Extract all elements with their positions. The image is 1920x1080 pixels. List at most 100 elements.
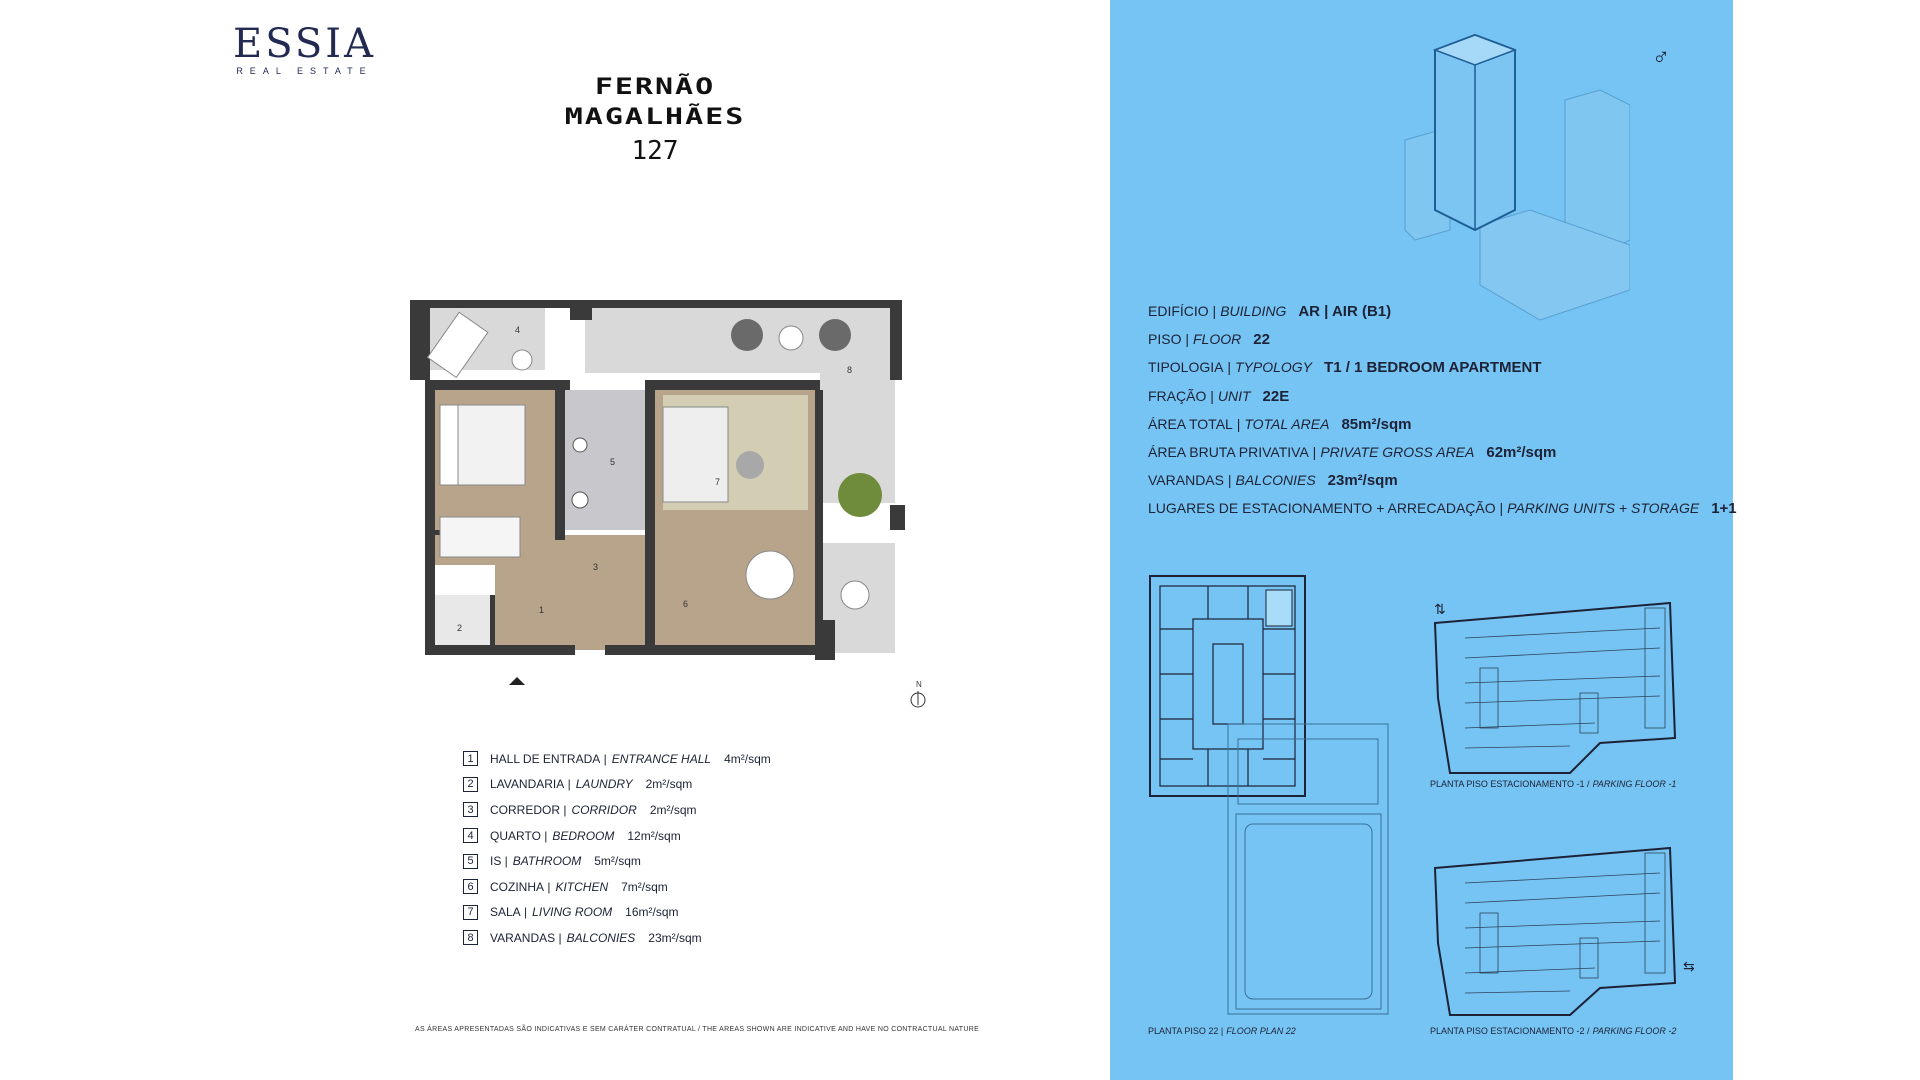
spec-label-pt: ÁREA TOTAL — [1148, 415, 1233, 432]
caption-en: PARKING FLOOR -2 — [1592, 1026, 1677, 1036]
parking-bays — [1464, 852, 1666, 994]
bathroom-floor — [565, 390, 645, 530]
spec-separator: | — [1208, 303, 1217, 319]
room-number-labels: 1 2 3 4 5 6 7 8 — [457, 325, 852, 633]
plant — [838, 473, 882, 517]
legend-separator: | — [564, 777, 571, 792]
legend-separator: | — [544, 879, 551, 894]
spec-label-en: TYPOLOGY — [1235, 359, 1313, 376]
room-label-6: 6 — [683, 599, 688, 609]
legend-separator: | — [520, 905, 528, 920]
spec-row: LUGARES DE ESTACIONAMENTO + ARRECADAÇÃO … — [1148, 500, 1737, 528]
toilet — [572, 437, 588, 453]
right-margin — [1733, 0, 1920, 1080]
legend-label-en: BEDROOM — [552, 828, 615, 843]
legend-label-en: ENTRANCE HALL — [611, 751, 712, 766]
room-label-8: 8 — [847, 365, 852, 375]
spec-separator: | — [1495, 500, 1504, 517]
legend-number: 2 — [463, 776, 478, 792]
legend-number: 7 — [463, 904, 478, 920]
legend-separator: | — [560, 802, 567, 817]
spec-label-pt: VARANDAS — [1148, 472, 1224, 489]
spec-separator: | — [1181, 331, 1189, 348]
spec-row: VARANDAS |BALCONIES 23m²/sqm — [1148, 472, 1737, 500]
legend-number: 8 — [463, 930, 478, 946]
sun-lounger — [426, 311, 489, 379]
legend-label-pt: CORREDOR — [490, 802, 561, 817]
project-name-line-2: MAGALHÃES — [564, 103, 746, 130]
north-label: N — [916, 680, 922, 689]
walls — [410, 300, 905, 660]
balcony-table-small — [840, 580, 870, 610]
legend-area: 2m²/sqm — [645, 777, 693, 792]
legend-label-pt: LAVANDARIA — [490, 777, 565, 792]
legend-label-en: KITCHEN — [555, 879, 609, 894]
legend-number: 6 — [463, 879, 478, 895]
spec-label-en: FLOOR — [1193, 331, 1242, 348]
left-right-arrows-icon: ⇆ — [1683, 959, 1695, 975]
floor-22-caption: PLANTA PISO 22 |FLOOR PLAN 22 — [1148, 1026, 1296, 1036]
legend-separator: | — [501, 854, 508, 869]
pool-deck — [1227, 723, 1389, 1015]
project-number: 127 — [631, 136, 679, 166]
legend-label-en: LIVING ROOM — [532, 905, 613, 920]
spec-value: 1+1 — [1711, 500, 1737, 518]
legend-area: 23m²/sqm — [648, 930, 702, 945]
legend-area: 5m²/sqm — [594, 854, 641, 869]
floor-22-plan — [1149, 575, 1389, 1015]
disclaimer: AS ÁREAS APRESENTADAS SÃO INDICATIVAS E … — [415, 1026, 980, 1033]
spec-value: 85m²/sqm — [1341, 415, 1412, 433]
legend-area: 16m²/sqm — [625, 905, 679, 920]
male-symbol-icon: ♂ — [1652, 44, 1670, 71]
legend-number: 4 — [463, 828, 478, 844]
parking-floor-minus-2-plan: ⇆ — [1433, 846, 1695, 1016]
caption-en: PARKING FLOOR -1 — [1592, 779, 1677, 789]
legend-separator: | — [540, 828, 548, 843]
room-label-2: 2 — [457, 623, 462, 633]
legend-separator: | — [600, 751, 607, 766]
spec-value: T1 / 1 BEDROOM APARTMENT — [1324, 359, 1542, 377]
balcony-table — [778, 325, 804, 351]
spec-value: 23m²/sqm — [1327, 472, 1398, 490]
legend-area: 7m²/sqm — [621, 879, 668, 894]
legend-separator: | — [555, 930, 562, 945]
parking-outline — [1433, 846, 1677, 1016]
spec-separator: | — [1232, 415, 1241, 432]
spec-row: ÁREA BRUTA PRIVATIVA |PRIVATE GROSS AREA… — [1148, 444, 1737, 472]
spec-label-pt: EDIFÍCIO — [1148, 303, 1209, 319]
brand-logo: ESSIA REAL ESTATE — [233, 24, 376, 76]
planter — [819, 319, 851, 351]
spec-separator: | — [1308, 443, 1317, 460]
entrance-arrow-icon — [509, 677, 525, 685]
spec-label-en: PRIVATE GROSS AREA — [1320, 443, 1475, 460]
room-label-4: 4 — [515, 325, 520, 335]
legend-label-pt: SALA — [490, 905, 521, 920]
spec-value: 22E — [1262, 387, 1290, 405]
wardrobe — [439, 516, 521, 558]
balcony-table-left — [511, 349, 533, 371]
spec-label-en: BALCONIES — [1235, 472, 1316, 489]
up-down-arrows-icon: ⇅ — [1434, 602, 1446, 618]
legend-label-en: LAUNDRY — [575, 777, 633, 792]
legend-item: 2 LAVANDARIA | LAUNDRY 2m²/sqm — [463, 772, 771, 798]
room-label-1: 1 — [539, 605, 544, 615]
spec-label-pt: TIPOLOGIA — [1148, 359, 1224, 376]
legend-area: 12m²/sqm — [627, 828, 681, 843]
brand-subtitle: REAL ESTATE — [236, 66, 373, 76]
spec-label-en: UNIT — [1217, 387, 1251, 404]
spec-separator: | — [1223, 472, 1232, 489]
parking-minus-1-caption: PLANTA PISO ESTACIONAMENTO -1 /PARKING F… — [1430, 779, 1677, 789]
caption-en: FLOOR PLAN 22 — [1226, 1026, 1296, 1036]
coffee-table — [736, 451, 764, 479]
podium — [1479, 209, 1630, 321]
brand-name: ESSIA — [233, 21, 376, 67]
legend-label-en: BALCONIES — [566, 930, 636, 945]
